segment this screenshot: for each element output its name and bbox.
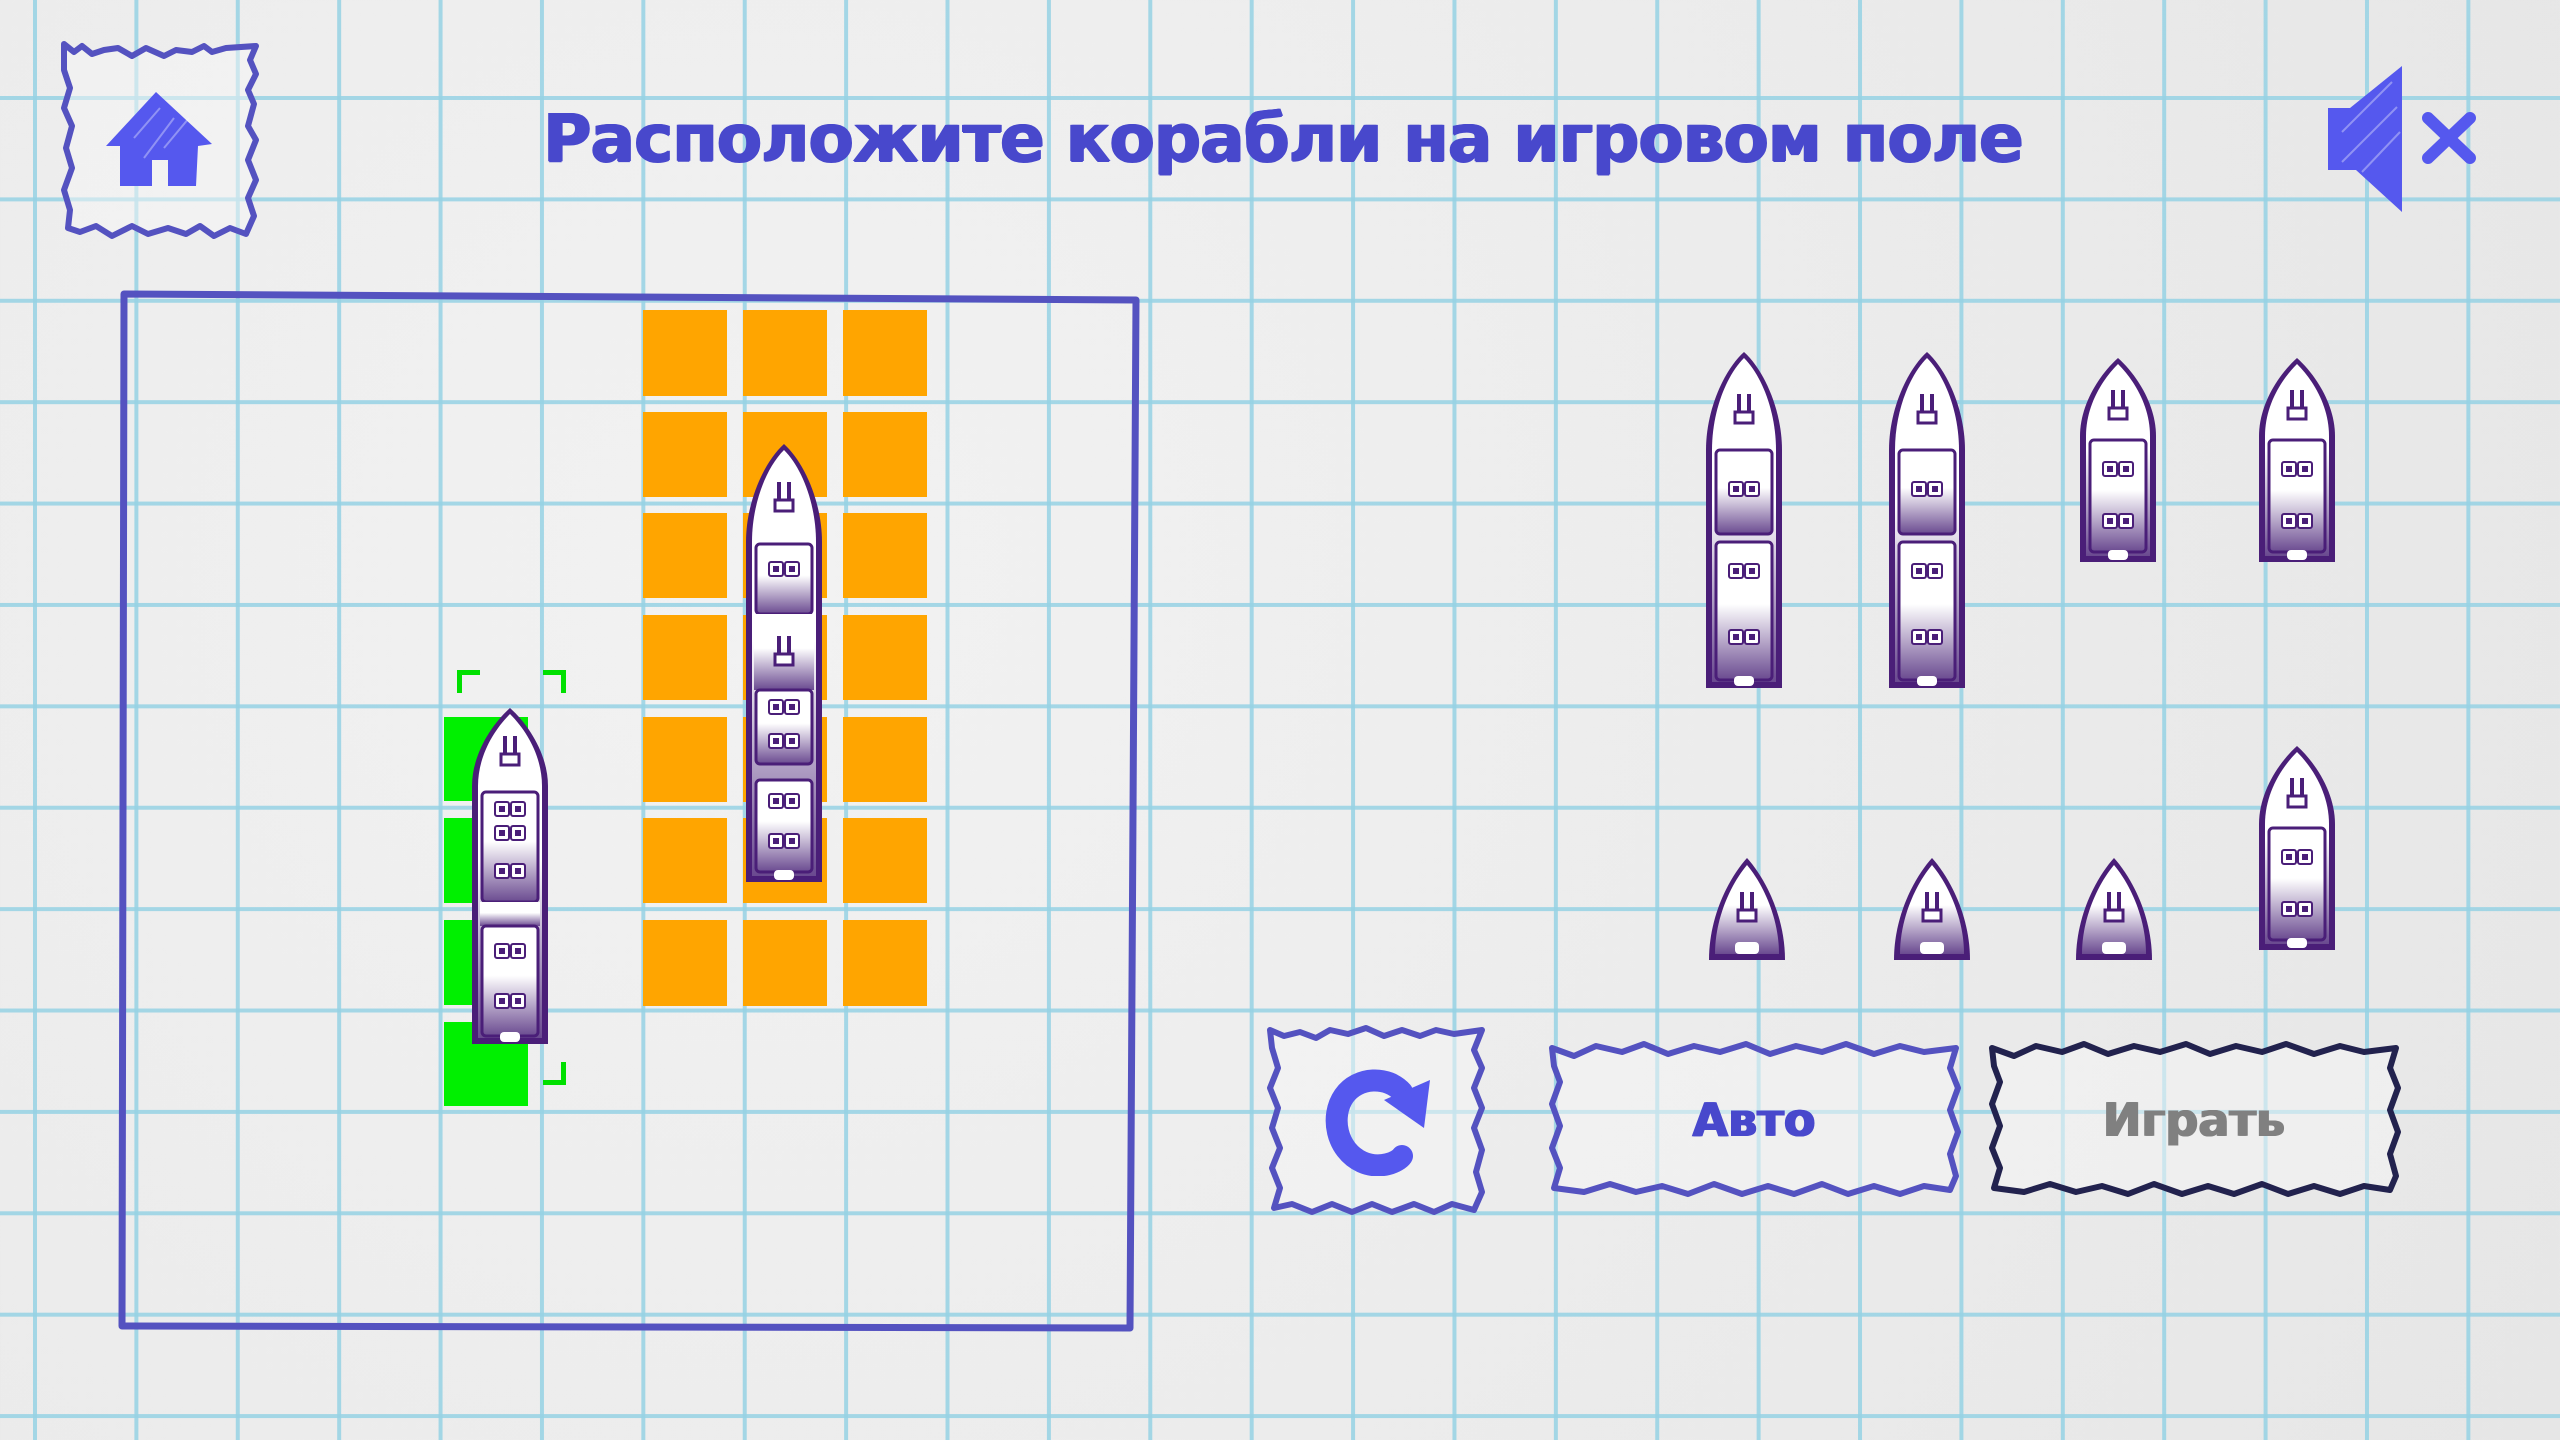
selection-corner (543, 1062, 566, 1085)
dock-ship-2[interactable] (2078, 356, 2158, 564)
dock-ship-2[interactable] (2257, 356, 2337, 564)
dock-ship-3[interactable] (1887, 350, 1967, 690)
dock-ship-3[interactable] (1704, 350, 1784, 690)
blocked-cell (843, 818, 927, 903)
blocked-cell (643, 310, 727, 396)
sound-toggle-button[interactable] (2322, 62, 2482, 218)
selection-corner (543, 670, 566, 693)
dock-ship-1[interactable] (2074, 856, 2154, 962)
blocked-cell (643, 920, 727, 1006)
blocked-cell (643, 818, 727, 903)
blocked-cell (843, 717, 927, 802)
blocked-cell (743, 920, 827, 1006)
dock-ship-2[interactable] (2257, 744, 2337, 952)
blocked-cell (843, 310, 927, 396)
home-icon (104, 88, 216, 190)
play-button-label: Играть (2102, 1093, 2286, 1147)
home-button[interactable] (60, 40, 262, 242)
blocked-cell (643, 615, 727, 700)
sound-muted-icon (2328, 66, 2476, 212)
blocked-cell (643, 412, 727, 497)
selection-corner (457, 670, 480, 693)
blocked-cell (743, 310, 827, 396)
blocked-cell (843, 615, 927, 700)
blocked-cell (843, 412, 927, 497)
rotate-icon (1322, 1066, 1442, 1176)
page-title: Расположите корабли на игровом поле (543, 100, 2024, 177)
rotate-button[interactable] (1264, 1024, 1490, 1216)
placed-ship-4[interactable] (744, 442, 824, 884)
auto-button-label: Авто (1692, 1093, 1816, 1147)
blocked-cell (643, 717, 727, 802)
game-board[interactable] (118, 290, 1140, 1335)
dock-ship-1[interactable] (1707, 856, 1787, 962)
blocked-cell (843, 513, 927, 598)
blocked-cell (843, 920, 927, 1006)
selected-ship-4[interactable] (470, 706, 550, 1046)
auto-button[interactable]: Авто (1544, 1040, 1964, 1200)
play-button[interactable]: Играть (1984, 1040, 2404, 1200)
blocked-cell (643, 513, 727, 598)
dock-ship-1[interactable] (1892, 856, 1972, 962)
